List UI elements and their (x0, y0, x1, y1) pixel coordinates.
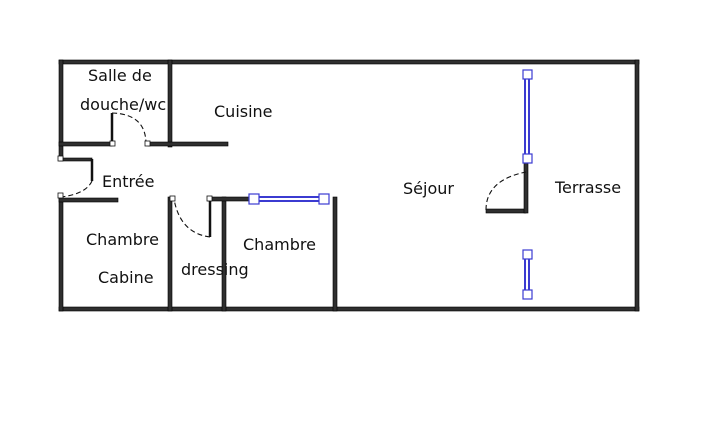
door-swing-arc (60, 180, 93, 198)
door-dressing (169, 195, 213, 238)
outer-wall-left-lower (58, 196, 64, 312)
door-bathroom (109, 112, 151, 147)
door-jamb (57, 192, 64, 199)
outer-wall-top (58, 59, 640, 65)
door-entry (57, 155, 94, 199)
label-sejour: Séjour (403, 179, 454, 198)
wall-dressing-right (221, 196, 227, 312)
window-sejour-terrasse-upper (522, 69, 533, 164)
label-entree: Entrée (102, 172, 155, 191)
label-salle-line2: douche/wc (80, 95, 167, 114)
window-frame (248, 193, 260, 205)
label-salle-line1: Salle de (88, 66, 152, 85)
door-jamb (206, 195, 213, 202)
wall-entry-upper-stub (58, 157, 93, 162)
window-frame (522, 289, 533, 300)
wall-bathroom-bottom-right (147, 141, 229, 147)
wall-bedroom1-right (167, 196, 173, 312)
label-dressing: dressing (181, 260, 249, 279)
label-chambre-right: Chambre (243, 235, 316, 254)
wall-entry-lower (58, 197, 119, 203)
wall-bathroom-right (167, 59, 173, 148)
wall-sejour-stub (485, 208, 527, 214)
window-sejour-terrasse-lower (522, 249, 533, 300)
walls (58, 59, 640, 312)
wall-terrace-stub-top (523, 157, 529, 214)
door-jamb (57, 155, 64, 162)
label-terrasse: Terrasse (555, 178, 622, 197)
door-terrace (485, 171, 527, 211)
outer-wall-right (634, 59, 640, 312)
door-jamb (144, 140, 151, 147)
wall-bedroom2-right (332, 196, 338, 312)
label-cuisine: Cuisine (214, 102, 273, 121)
door-jamb (169, 195, 176, 202)
door-jamb (109, 140, 116, 147)
window-frame (318, 193, 330, 205)
window-frame (522, 249, 533, 260)
wall-bathroom-bottom-left (58, 141, 113, 147)
outer-wall-bottom (58, 306, 640, 312)
door-swing-arc (111, 112, 147, 145)
label-chambre-left: Chambre (86, 230, 159, 249)
window-frame (522, 69, 533, 80)
door-swing-arc (173, 198, 211, 238)
window-bedroom2 (248, 193, 330, 205)
label-cabine: Cabine (98, 268, 154, 287)
door-swing-arc (485, 171, 527, 211)
doors (57, 112, 527, 238)
window-frame (522, 153, 533, 164)
